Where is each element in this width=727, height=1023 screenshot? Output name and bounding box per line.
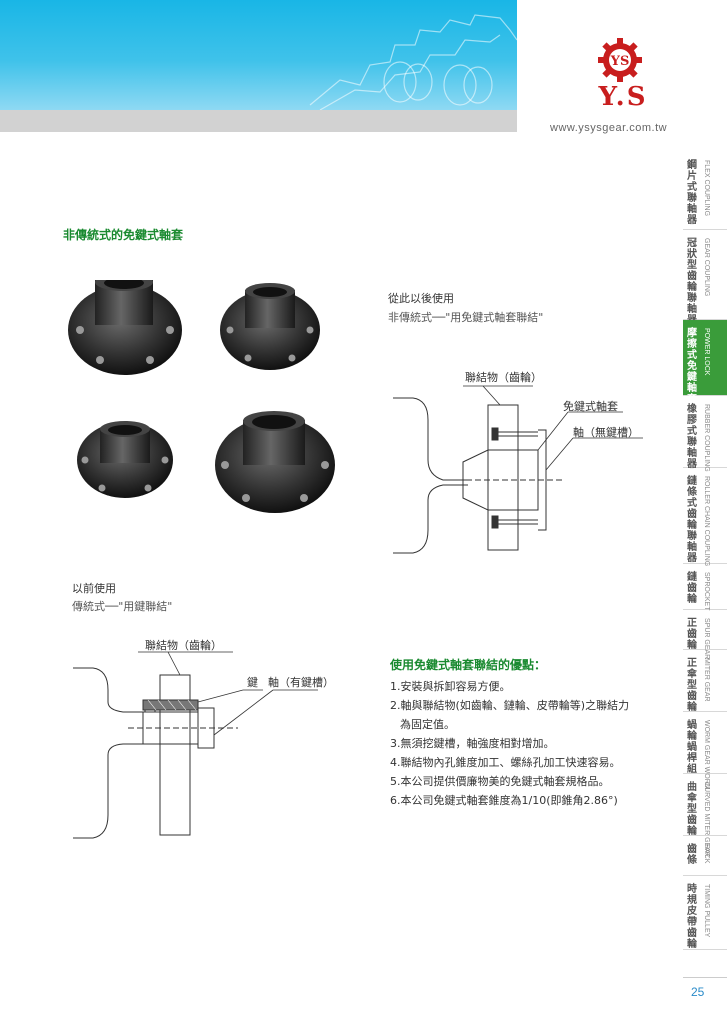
- sidebar-item[interactable]: 蝸輪蝸桿組 WORM GEAR WORM: [683, 712, 727, 790]
- bushing-photo-2: [220, 283, 320, 370]
- sidebar-item-english: WORM GEAR WORM: [703, 720, 710, 790]
- sidebar-item-english: RUBBER COUPLING: [703, 404, 710, 472]
- keyless-coupling-label: 聯結物（齒輪）: [465, 371, 542, 384]
- sidebar-item[interactable]: 鏈條式齒輪聯軸器 ROLLER CHAIN COUPLING: [683, 468, 727, 567]
- gear-logo-icon: YS: [598, 38, 642, 82]
- sidebar-item-label: 曲傘型齒輪: [687, 782, 697, 837]
- advantage-item: 3.無須挖鍵槽，軸強度相對增加。: [390, 737, 555, 750]
- brand-name: Y.S: [598, 82, 648, 112]
- keyed-diagram: [73, 651, 318, 839]
- sidebar-item[interactable]: 橡膠式聯軸器 RUBBER COUPLING: [683, 396, 727, 472]
- sidebar-item-english: CURVED MITER GEAR: [703, 782, 710, 857]
- sidebar-item-label: 鏈條式齒輪聯軸器: [687, 476, 697, 564]
- sidebar-item-english: MITER GEAR: [703, 658, 710, 702]
- sidebar-item[interactable]: 冠狀型齒輪聯軸器 GEAR COUPLING: [683, 230, 727, 326]
- site-url[interactable]: www.ysysgear.com.tw: [550, 122, 668, 134]
- sidebar-item-label: 鏈齒輪: [687, 572, 697, 605]
- bushing-photo-1: [68, 280, 182, 375]
- advantages-title: 使用免鍵式軸套聯結的優點：: [390, 658, 547, 672]
- keyed-coupling-label: 聯結物（齒輪）: [145, 639, 222, 652]
- bushing-photo-3: [77, 421, 173, 498]
- page-number: 25: [691, 985, 705, 999]
- new-use-description: 非傳統式──"用免鍵式軸套聯結": [388, 311, 544, 324]
- sidebar-item-label: 蝸輪蝸桿組: [687, 720, 697, 775]
- sidebar-item-label: 齒條: [687, 844, 697, 866]
- sidebar-item-english: TIMING PULLEY: [703, 884, 710, 938]
- keyed-shaft-label: 軸（有鍵槽）: [268, 676, 334, 689]
- sidebar-item-label: 正傘型齒輪: [687, 658, 697, 713]
- sidebar-item[interactable]: 時規皮帶齒輪 TIMING PULLEY: [683, 876, 727, 950]
- sidebar-item-english: RACK: [703, 844, 710, 864]
- section-title: 非傳統式的免鍵式軸套: [63, 228, 184, 242]
- advantage-item: 6.本公司免鍵式軸套錐度為1/10(即錐角2.86°): [390, 794, 618, 807]
- new-use-heading: 從此以後使用: [388, 292, 454, 305]
- sidebar-item-english: ROLLER CHAIN COUPLING: [703, 476, 710, 567]
- advantage-item: 為固定值。: [400, 718, 455, 731]
- sidebar-item-english: FLEX COUPLING: [703, 160, 710, 217]
- sidebar-item[interactable]: 鏈齒輪 SPROCKET: [683, 564, 727, 611]
- advantages-list: 1.安裝與拆卸容易方便。 2.軸與聯結物(如齒輪、鏈輪、皮帶輪等)之聯結力 為固定…: [390, 677, 680, 810]
- bushing-photo-4: [215, 411, 335, 513]
- advantage-item: 4.聯結物內孔錐度加工、螺絲孔加工快速容易。: [390, 756, 621, 769]
- svg-text:YS: YS: [610, 54, 630, 69]
- sidebar-item-label: 橡膠式聯軸器: [687, 404, 697, 470]
- keyless-diagram: [393, 385, 643, 554]
- old-use-description: 傳統式──"用鍵聯結": [72, 600, 173, 613]
- sidebar-item-english: SPUR GEAR: [703, 618, 710, 660]
- sidebar-item[interactable]: 正齒輪 SPUR GEAR: [683, 610, 727, 659]
- sidebar-item[interactable]: 鋼片式聯軸器 FLEX COUPLING: [683, 152, 727, 230]
- gear-outline-icon: [309, 14, 517, 110]
- old-use-heading: 以前使用: [72, 582, 116, 595]
- advantage-item: 2.軸與聯結物(如齒輪、鏈輪、皮帶輪等)之聯結力: [390, 699, 630, 712]
- advantage-item: 5.本公司提供價廉物美的免鍵式軸套規格品。: [390, 775, 610, 788]
- sidebar-item-english: GEAR COUPLING: [703, 238, 710, 297]
- sidebar-item-label: 鋼片式聯軸器: [687, 160, 697, 226]
- category-sidebar: 鋼片式聯軸器 FLEX COUPLING 冠狀型齒輪聯軸器 GEAR COUPLING…: [683, 152, 727, 950]
- header-gray-bar: [0, 110, 517, 132]
- sidebar-item[interactable]: 正傘型齒輪 MITER GEAR: [683, 650, 727, 713]
- footer-divider: [683, 977, 727, 978]
- sidebar-item-label: 正齒輪: [687, 618, 697, 651]
- sidebar-item[interactable]: 齒條 RACK: [683, 836, 727, 876]
- logo: YS: [580, 35, 660, 115]
- sidebar-item[interactable]: 曲傘型齒輪 CURVED MITER GEAR: [683, 774, 727, 857]
- key-label: 鍵: [247, 676, 258, 689]
- advantage-item: 1.安裝與拆卸容易方便。: [390, 680, 511, 693]
- sidebar-item-label: 時規皮帶齒輪: [687, 884, 697, 950]
- keyless-shaft-label: 軸（無鍵槽）: [573, 426, 639, 439]
- sidebar-item-label: 摩擦式免鍵軸套: [687, 328, 697, 405]
- sidebar-item-label: 冠狀型齒輪聯軸器: [687, 238, 697, 326]
- sidebar-item-english: POWER LOCK: [703, 328, 710, 376]
- sidebar-item-english: SPROCKET: [703, 572, 710, 611]
- product-photos: [68, 280, 335, 513]
- sidebar-item[interactable]: 摩擦式免鍵軸套 POWER LOCK: [683, 320, 727, 405]
- keyless-bushing-label: 免鍵式軸套: [563, 400, 618, 413]
